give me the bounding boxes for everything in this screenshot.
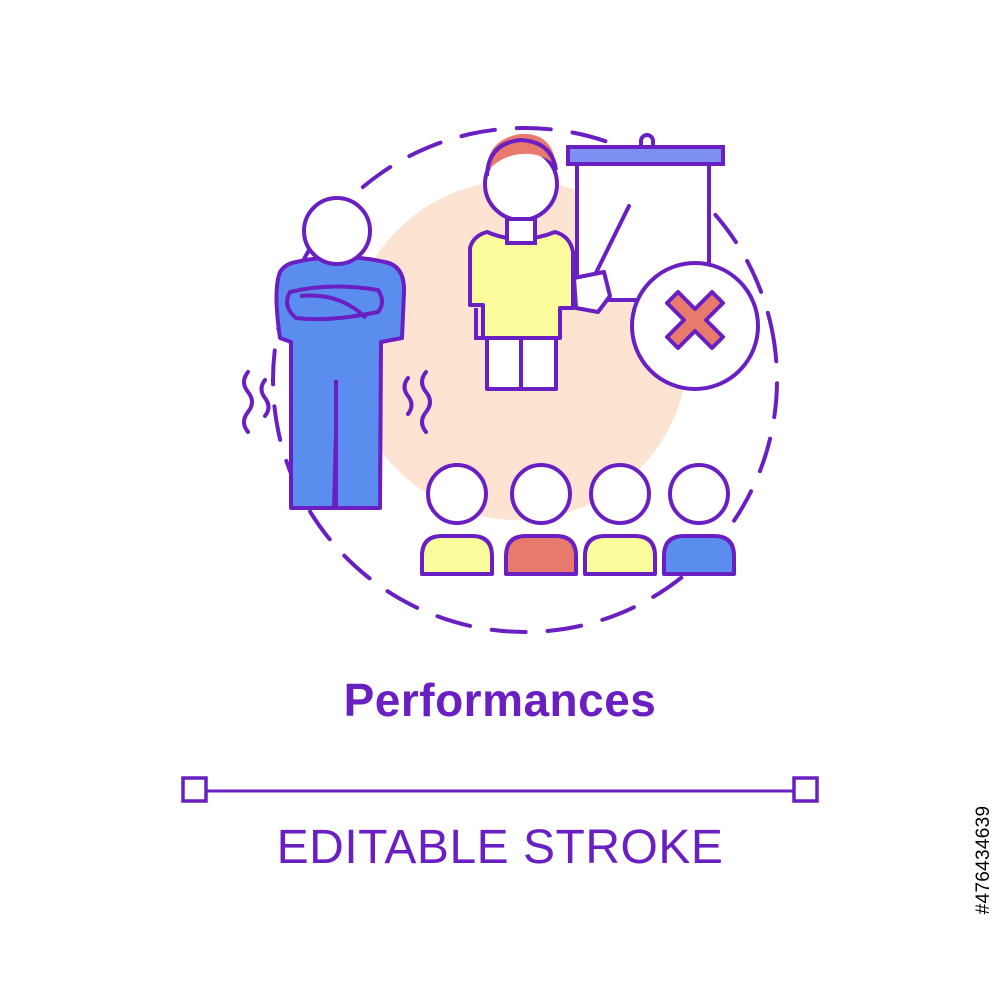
nervous-person-icon xyxy=(242,196,432,510)
performances-illustration xyxy=(242,126,779,634)
audience-member xyxy=(420,463,494,576)
cross-mark-icon xyxy=(630,261,760,391)
concept-title: Performances xyxy=(343,674,657,726)
editable-stroke-caption: EDITABLE STROKE xyxy=(276,821,724,874)
audience-member xyxy=(583,463,657,576)
presenter-icon xyxy=(468,133,631,391)
audience-member xyxy=(504,463,578,576)
audience-member xyxy=(662,463,736,576)
dashed-ring xyxy=(271,126,779,634)
image-id-label: #476434639 xyxy=(973,805,994,915)
stroke-handle-left xyxy=(181,776,208,803)
stroke-handle-right xyxy=(792,776,819,803)
editable-stroke-line xyxy=(181,776,819,803)
audience-icon xyxy=(420,463,736,576)
